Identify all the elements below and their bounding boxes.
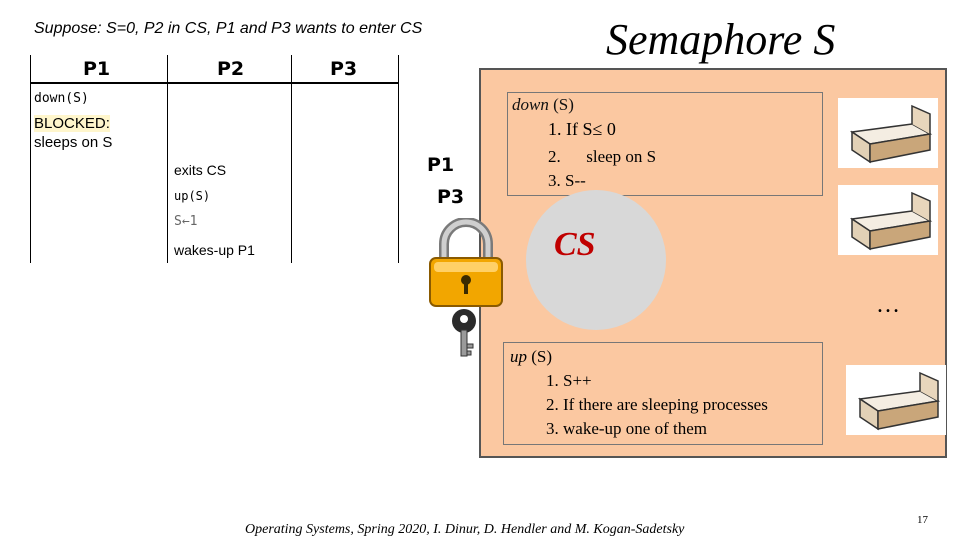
down-step-1: 1. If S≤ 0	[548, 119, 616, 140]
down-operation-box: down (S) 1. If S≤ 0 2. sleep on S 3. S--	[507, 92, 823, 196]
footer-credit: Operating Systems, Spring 2020, I. Dinur…	[245, 522, 684, 538]
up-step-1: 1. S++	[546, 371, 592, 391]
scenario-text: Suppose: S=0, P2 in CS, P1 and P3 wants …	[34, 20, 422, 38]
bed-icon	[838, 185, 938, 255]
table-divider-1	[167, 55, 168, 263]
queue-p3: P3	[437, 186, 464, 208]
table-border-left	[30, 55, 31, 263]
header-p2: P2	[217, 58, 244, 80]
table-border-right	[398, 55, 399, 263]
down-title: down (S)	[512, 95, 574, 115]
critical-section-circle	[526, 190, 666, 330]
down-step-2: 2. sleep on S	[548, 147, 656, 167]
bed-icon	[838, 98, 938, 168]
up-step-2: 2. If there are sleeping processes	[546, 395, 768, 415]
key-icon	[449, 308, 479, 365]
more-beds-ellipsis: …	[876, 292, 900, 319]
page-number: 17	[917, 514, 928, 526]
queue-p1: P1	[427, 154, 454, 176]
slide-title: Semaphore S	[606, 14, 835, 65]
p1-blocked-label: BLOCKED:	[34, 115, 110, 132]
critical-section-label: CS	[554, 226, 596, 264]
up-step-3: 3. wake-up one of them	[546, 419, 707, 439]
up-title: up (S)	[510, 347, 552, 367]
p2-wakes-label: wakes-up P1	[174, 242, 255, 258]
table-divider-2	[291, 55, 292, 263]
bed-icon	[846, 365, 946, 435]
header-p1: P1	[83, 58, 110, 80]
p1-down-op: down(S)	[34, 91, 89, 106]
p2-exits-cs: exits CS	[174, 162, 226, 178]
p2-assign-op: S←1	[174, 214, 197, 229]
p2-up-op: up(S)	[174, 189, 210, 203]
padlock-icon	[426, 218, 506, 315]
process-table-header: P1 P2 P3	[30, 55, 398, 84]
header-p3: P3	[330, 58, 357, 80]
p1-sleeps-label: sleeps on S	[34, 134, 112, 151]
up-operation-box: up (S) 1. S++ 2. If there are sleeping p…	[503, 342, 823, 445]
down-step-3: 3. S--	[548, 171, 586, 191]
